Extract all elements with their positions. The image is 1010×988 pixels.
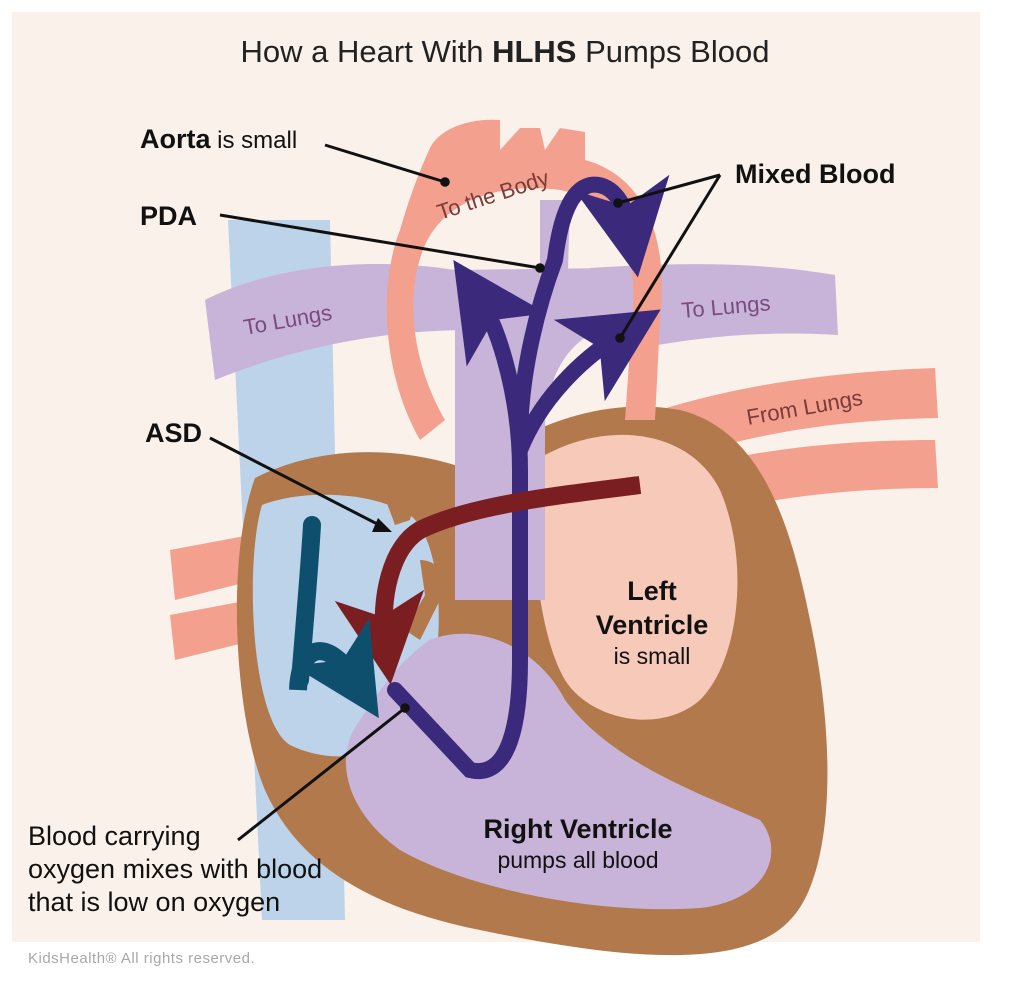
mixing-label-1: Blood carrying (28, 821, 201, 851)
oxygenated-blood-arrow (334, 476, 642, 685)
mixing-label-3: that is low on oxygen (28, 887, 280, 917)
left-ventricle-label-3: is small (614, 643, 691, 669)
mixing-leader (237, 703, 410, 842)
mixing-label-2: oxygen mixes with blood (28, 854, 322, 884)
asd-leader (209, 436, 386, 530)
right-ventricle-label-1: Right Ventricle (483, 814, 672, 844)
right-ventricle (345, 633, 772, 910)
aorta-label: Aorta is small (140, 124, 297, 154)
mixed-blood-arrows (387, 174, 670, 780)
asd-leader-arrowhead-icon (372, 518, 392, 532)
mixed-blood-leader-2 (615, 174, 722, 343)
diagram-title: How a Heart With HLHS Pumps Blood (241, 34, 770, 69)
pda-leader (219, 213, 545, 273)
asd-label: ASD (145, 418, 202, 448)
leader-lines (209, 143, 722, 842)
left-ventricle (534, 434, 738, 720)
aorta-label-bold: Aorta (140, 124, 211, 154)
title-emphasis: HLHS (492, 34, 576, 69)
deoxygenated-blood-arrow (289, 516, 379, 719)
title-suffix: Pumps Blood (576, 34, 769, 69)
left-ventricle-label-1: Left (627, 576, 677, 606)
mixed-blood-leader-1 (613, 173, 721, 208)
title-prefix: How a Heart With (241, 34, 493, 69)
mixed-blood-label: Mixed Blood (735, 159, 896, 189)
right-ventricle-label-2: pumps all blood (497, 847, 658, 873)
pda-label: PDA (140, 201, 197, 231)
aorta-label-rest: is small (211, 127, 298, 154)
copyright-credit: KidsHealth® All rights reserved. (28, 950, 256, 967)
left-ventricle-label-2: Ventricle (596, 610, 709, 640)
aorta-leader (324, 143, 450, 187)
